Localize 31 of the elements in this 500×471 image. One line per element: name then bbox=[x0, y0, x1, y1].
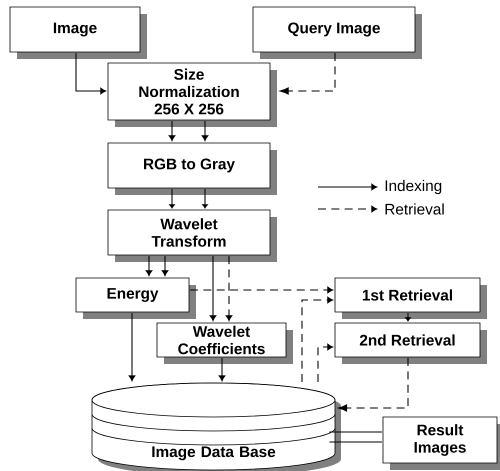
arrow bbox=[405, 313, 411, 322]
process-box: 2nd Retrieval bbox=[334, 322, 487, 364]
process-box: Result Images bbox=[382, 416, 500, 470]
process-box: Query Image bbox=[252, 6, 422, 59]
node-label: Image Data Base bbox=[152, 446, 276, 460]
process-box: 1st Retrieval bbox=[334, 278, 487, 319]
process-box: Wavelet Coefficients bbox=[156, 322, 293, 364]
database-cylinder: Image Data Base bbox=[92, 382, 341, 471]
process-box: Image bbox=[10, 6, 147, 59]
arrow bbox=[317, 344, 334, 382]
arrow bbox=[190, 286, 334, 294]
arrow bbox=[202, 189, 208, 208]
arrow bbox=[338, 358, 409, 412]
arrow bbox=[169, 189, 175, 208]
arrow bbox=[301, 296, 334, 382]
legend-label: Indexing bbox=[386, 180, 442, 194]
arrow bbox=[128, 313, 136, 382]
process-box: Energy bbox=[76, 278, 196, 319]
arrow bbox=[75, 53, 106, 94]
process-box: RGB to Gray bbox=[108, 142, 277, 195]
arrow bbox=[210, 256, 216, 322]
arrow bbox=[226, 256, 232, 322]
arrow bbox=[146, 256, 152, 276]
legend-label: Retrieval bbox=[386, 203, 444, 215]
arrow bbox=[218, 358, 226, 382]
process-box: Wavelet Transform bbox=[108, 210, 277, 262]
arrow bbox=[280, 53, 336, 95]
arrow bbox=[168, 121, 176, 142]
process-box: Size Normalization 256 X 256 bbox=[108, 62, 277, 127]
arrow bbox=[162, 256, 168, 276]
arrow bbox=[202, 121, 208, 142]
